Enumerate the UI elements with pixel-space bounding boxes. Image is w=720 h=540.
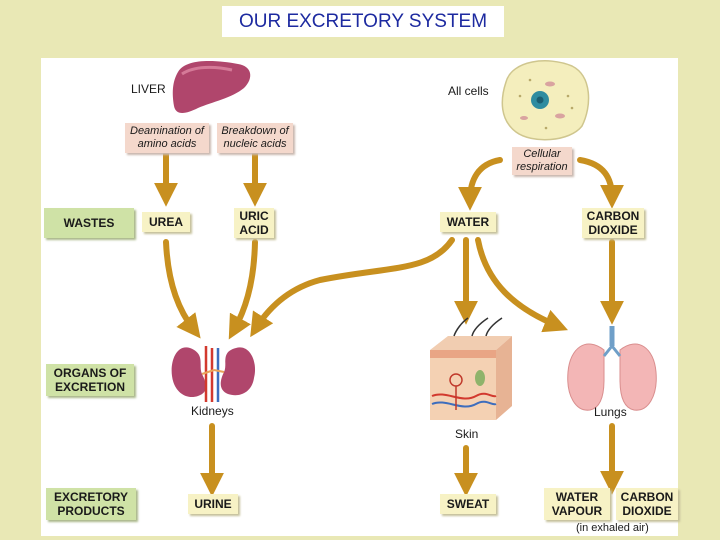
exhaled-air-note: (in exhaled air) bbox=[576, 522, 649, 534]
cellular-respiration-box: Cellular respiration bbox=[512, 147, 572, 175]
deamination-box: Deamination of amino acids bbox=[125, 123, 209, 153]
skin-label: Skin bbox=[455, 427, 479, 441]
liver-icon bbox=[172, 61, 251, 113]
waste-water: WATER bbox=[440, 212, 496, 232]
waste-uric-acid: URIC ACID bbox=[234, 208, 274, 238]
product-carbon-dioxide: CARBON DIOXIDE bbox=[616, 488, 678, 520]
arrow-water-kidneys bbox=[250, 237, 455, 338]
row-label-wastes: WASTES bbox=[44, 208, 134, 238]
arrow-respiration-co2 bbox=[577, 157, 624, 209]
row-label-organs: ORGANS OF EXCRETION bbox=[46, 364, 134, 396]
waste-urea: UREA bbox=[142, 212, 190, 232]
arrow-respiration-water bbox=[458, 157, 503, 211]
liver-label: LIVER bbox=[131, 82, 166, 96]
lungs-icon bbox=[567, 326, 657, 411]
kidneys-icon bbox=[171, 346, 256, 402]
arrow-urea-kidneys bbox=[163, 239, 201, 339]
all-cells-label: All cells bbox=[448, 84, 489, 98]
arrow-water-lungs bbox=[475, 237, 568, 333]
product-water-vapour: WATER VAPOUR bbox=[544, 488, 610, 520]
product-urine: URINE bbox=[188, 494, 238, 514]
skin-icon bbox=[430, 317, 512, 420]
row-label-products: EXCRETORY PRODUCTS bbox=[46, 488, 136, 520]
cell-icon bbox=[501, 60, 590, 141]
product-sweat: SWEAT bbox=[440, 494, 496, 514]
breakdown-box: Breakdown of nucleic acids bbox=[217, 123, 293, 153]
flow-arrows bbox=[154, 151, 624, 497]
lungs-label: Lungs bbox=[594, 405, 627, 419]
arrow-uricacid-kidneys bbox=[228, 239, 258, 340]
waste-carbon-dioxide: CARBON DIOXIDE bbox=[582, 208, 644, 238]
page-title: OUR EXCRETORY SYSTEM bbox=[222, 6, 504, 37]
kidneys-label: Kidneys bbox=[191, 404, 234, 418]
